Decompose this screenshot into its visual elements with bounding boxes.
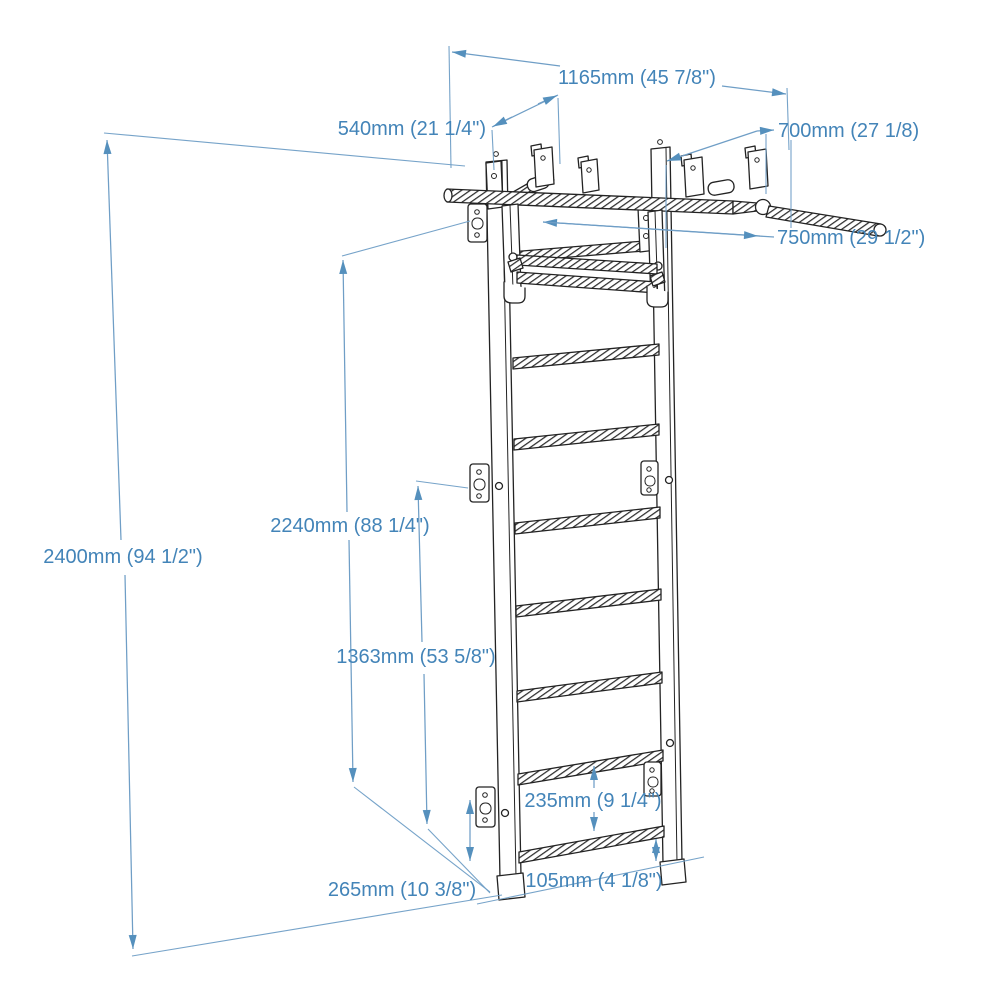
rung — [516, 671, 663, 703]
rung — [512, 343, 660, 370]
dimension-750: 750mm (29 1/2") — [542, 140, 925, 249]
left-stile-foot — [496, 872, 526, 901]
dimension-label-540: 540mm (21 1/4") — [338, 118, 486, 140]
dimension-235: 235mm (9 1/4") — [524, 766, 662, 831]
wall-bars-structure — [443, 139, 887, 901]
dimension-annotations: 1165mm (45 7/8") 540mm (21 1/4") 700mm (… — [43, 45, 925, 957]
dimension-105: 105mm (4 1/8") — [476, 839, 705, 905]
bracket-mid-right — [640, 460, 659, 496]
dimension-1363: 1363mm (53 5/8") — [336, 480, 496, 894]
rung — [515, 588, 662, 618]
bar-cone — [732, 200, 758, 215]
dimension-label-2400: 2400mm (94 1/2") — [43, 546, 202, 568]
dimension-label-105: 105mm (4 1/8") — [525, 870, 662, 892]
bracket-bottom-left — [475, 786, 496, 828]
ladder-rungs — [512, 343, 665, 864]
dimension-700: 700mm (27 1/8) — [665, 120, 919, 248]
front-bar-lower — [516, 271, 658, 294]
left-j-hook — [503, 281, 526, 304]
bracket-bottom-right — [643, 761, 662, 797]
dimension-1165: 1165mm (45 7/8") — [448, 45, 790, 169]
dimension-540: 540mm (21 1/4") — [338, 94, 561, 171]
dimension-label-235: 235mm (9 1/4") — [524, 790, 661, 812]
rung — [514, 506, 661, 535]
rung — [513, 423, 660, 451]
bar-left-cap — [443, 188, 453, 203]
dimension-label-1165: 1165mm (45 7/8") — [558, 67, 716, 89]
dimension-label-2240: 2240mm (88 1/4") — [270, 515, 429, 537]
right-tube — [707, 179, 735, 196]
wall-brackets — [467, 203, 662, 828]
dimension-265: 265mm (10 3/8") — [328, 800, 476, 901]
bracket-top-left — [467, 203, 488, 243]
dimension-label-750: 750mm (29 1/2") — [777, 227, 925, 249]
mount-hooks — [530, 143, 769, 198]
front-bar-upper — [516, 254, 658, 275]
right-grip-cap — [873, 223, 887, 237]
rung — [518, 825, 665, 864]
rung — [517, 749, 664, 786]
right-j-hook — [646, 285, 669, 308]
dimension-2240: 2240mm (88 1/4") — [270, 220, 491, 893]
pullup-bar-unit — [443, 143, 887, 308]
dimension-2400: 2400mm (94 1/2") — [43, 132, 503, 957]
dimension-label-1363: 1363mm (53 5/8") — [336, 646, 495, 668]
dimension-label-265: 265mm (10 3/8") — [328, 879, 476, 901]
dimension-label-700: 700mm (27 1/8) — [778, 120, 919, 142]
right-stile-foot — [659, 858, 687, 886]
bracket-mid-left — [469, 463, 490, 503]
